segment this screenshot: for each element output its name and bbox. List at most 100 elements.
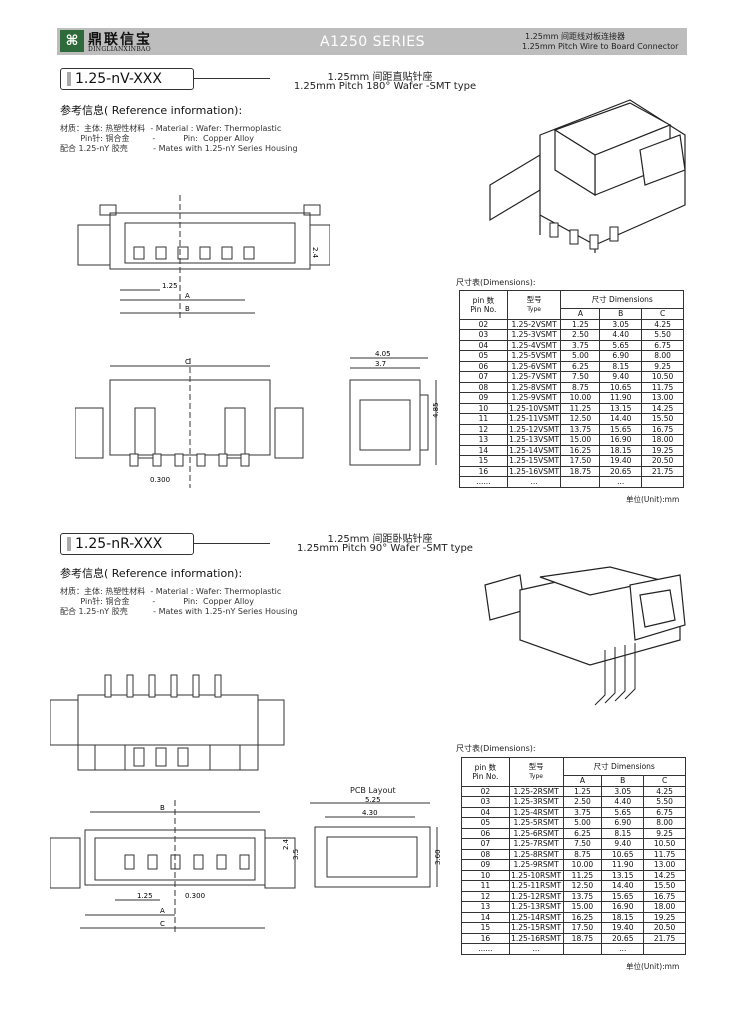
table-cell: 14 [459,444,508,456]
table-cell: 14.40 [599,413,643,425]
table-cell: 20.65 [599,465,643,477]
table-cell: 1.25-8VSMT [506,381,562,393]
table-cell: 10.50 [643,838,686,850]
header-desc-cn: 1.25mm 间距线对板连接器 [525,32,625,41]
logo-mark-icon [60,30,84,52]
dim-pcb-h-label: 3.60 [434,849,442,865]
table-cell: 16.75 [643,890,686,902]
table-cell: 13.15 [601,869,645,881]
table-cell: 06 [459,360,508,372]
th-b: B [599,308,643,320]
table-cell: 13 [459,434,508,446]
section1-subtitle-en: 1.25mm Pitch 180° Wafer -SMT type [293,81,477,92]
table-cell: 1.25-3VSMT [506,329,562,341]
table-cell: 05 [459,350,508,362]
table-cell: 16 [459,465,508,477]
table-cell: 15 [459,455,508,467]
table-cell: 8.75 [560,381,601,393]
table-cell: 5.65 [601,806,645,818]
table-cell: ...... [461,943,510,955]
table-cell: 1.25-4VSMT [506,339,562,351]
dim-a2-label: A [160,907,165,915]
table-cell: 1.25-15RSMT [508,922,564,934]
table-cell: 16.75 [641,423,684,435]
section2-ref-title: 参考信息( Reference information): [60,567,243,580]
table-cell: 02 [459,318,508,330]
table-cell: 9.40 [601,838,645,850]
table-cell: 1.25-5VSMT [506,350,562,362]
table-cell: 5.65 [599,339,643,351]
table-cell: ...... [459,476,508,488]
section2-dim-label: 尺寸表(Dimensions): [456,744,536,753]
table-cell: 04 [459,339,508,351]
dim-pcb-w1-label: 5.25 [365,796,381,804]
table-cell: 5.50 [643,796,686,808]
table-cell: 10.00 [560,392,601,404]
table-cell: 18.75 [562,932,603,944]
table-cell: 03 [461,796,510,808]
dim-pitch2-label: 1.25 [137,892,153,900]
dim-pin-width2-label: 0.300 [185,892,205,900]
th-b: B [601,775,645,787]
section1-material: 材质：主体: 热塑性材料 - Material : Wafer: Thermop… [60,124,298,153]
table-cell: 1.25-11VSMT [506,413,562,425]
th-dimensions: 尺寸 Dimensions [560,290,684,309]
dim-b2-label: B [160,804,165,812]
table-cell: 9.40 [599,371,643,383]
table-cell: 20.50 [643,922,686,934]
section2-unit: 单位(Unit):mm [626,962,680,971]
table-cell: 17.50 [560,455,601,467]
dim-w1-label: 4.05 [375,350,391,358]
table-cell: 1.25-2VSMT [506,318,562,330]
table-cell: 2.50 [562,796,603,808]
section2-subtitle-cn: 1.25mm 间距卧贴针座 [327,534,433,545]
section1-title: 1.25-nV-XXX [60,68,194,90]
table-cell: 1.25-4RSMT [508,806,564,818]
table-cell: 10.65 [601,848,645,860]
table-cell: 18.00 [641,434,684,446]
section1-front-drawing: C 0.300 [75,358,304,488]
table-cell: 15.65 [601,890,645,902]
table-cell: 1.25-12VSMT [506,423,562,435]
table-cell: 19.40 [601,922,645,934]
table-cell: 6.75 [641,339,684,351]
table-cell: 16.90 [601,901,645,913]
table-cell: 17.50 [562,922,603,934]
th-c: C [643,775,686,787]
table-cell: 1.25-14VSMT [506,444,562,456]
table-cell: 4.25 [643,785,686,797]
dim-c2-label: C [160,920,165,928]
table-cell: 21.75 [641,465,684,477]
table-cell: 8.15 [599,360,643,372]
table-cell: 16.25 [560,444,601,456]
table-cell: 3.05 [599,318,643,330]
section2-pcb-drawing: 5.25 4.30 3.60 [310,796,442,888]
table-cell: 04 [461,806,510,818]
table-cell: 06 [461,827,510,839]
th-a: A [560,308,601,320]
table-cell: 12.50 [560,413,601,425]
table-cell: 11.25 [560,402,601,414]
table-cell: 15.65 [599,423,643,435]
table-cell: 19.25 [643,911,686,923]
table-cell: 7.50 [562,838,603,850]
dim-pitch-label: 1.25 [162,282,178,290]
dim-pin-width-label: 0.300 [150,476,170,484]
dim-pcb-w2-label: 4.30 [362,809,378,817]
table-cell: 1.25-8RSMT [508,848,564,860]
table-cell: ... [508,943,564,955]
table-cell: 11 [459,413,508,425]
table-cell: 15 [461,922,510,934]
section2-title: 1.25-nR-XXX [60,533,194,555]
section2-material: 材质：主体: 热塑性材料 - Material : Wafer: Thermop… [60,587,298,616]
